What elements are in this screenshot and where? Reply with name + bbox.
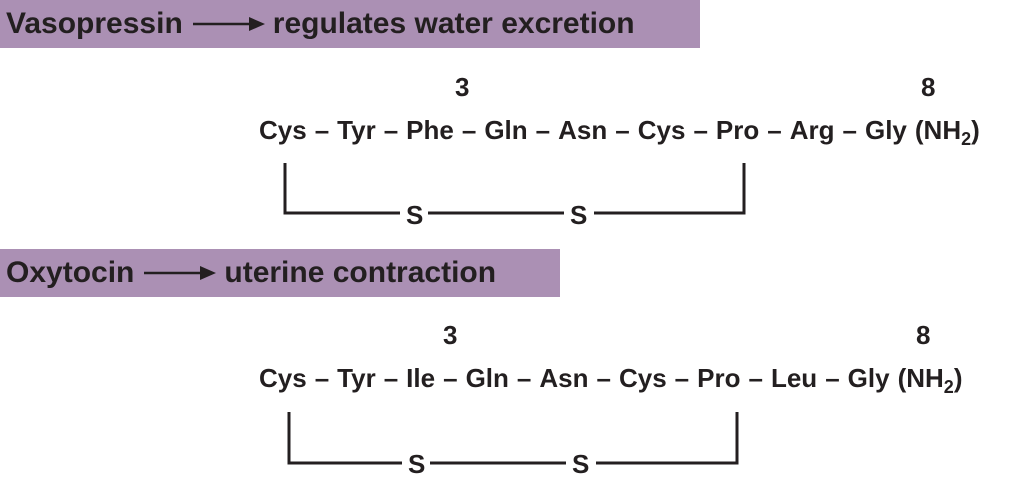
c-terminus-close: ) [971,115,980,145]
c-terminus-label: (NH [897,363,944,393]
residue-tyr: Tyr [337,115,376,145]
hormone-name: Vasopressin [6,7,183,40]
c-terminus-close: ) [953,363,963,393]
sulfur-atom: S [566,202,592,228]
residue-arg: Arg [789,115,835,145]
c-terminus-amide: (NH2) [897,363,963,397]
peptide-bond-dash: – [748,363,763,393]
residue-cys: Cys [637,115,686,145]
position-mark-3: 3 [443,320,458,350]
residue-tyr: Tyr [337,363,376,393]
residue-gly: Gly [847,363,890,393]
residue-gly: Gly [864,115,907,145]
oxytocin-header: Oxytocin uterine contraction [0,249,560,297]
peptide-bond-dash: – [693,115,708,145]
peptide-bond-dash: – [314,115,330,145]
peptide-bond-dash: – [383,115,399,145]
peptide-bond-dash: – [535,115,551,145]
peptide-bond-dash: – [596,363,611,393]
peptide-bond-dash: – [516,363,532,393]
c-terminus-amide: (NH2) [914,115,980,149]
peptide-bond-dash: – [767,115,782,145]
sulfur-atom: S [404,451,430,477]
position-mark-8: 8 [921,72,936,102]
residue-asn: Asn [558,115,608,145]
peptide-bond-dash: – [842,115,857,145]
vasopressin-sequence: Cys–Tyr–Phe–Gln–Asn–Cys–Pro–Arg–Gly(NH2) [259,115,980,150]
position-mark-3: 3 [455,72,470,102]
peptide-bond-dash: – [443,363,458,393]
hormone-name: Oxytocin [6,256,135,289]
sulfur-atom: S [402,202,428,228]
c-terminus-label: (NH [914,115,962,145]
peptide-bond-dash: – [383,363,399,393]
peptide-bond-dash: – [825,363,840,393]
residue-pro: Pro [697,363,741,393]
peptide-bond-dash: – [314,363,330,393]
residue-gln: Gln [484,115,528,145]
peptide-bond-dash: – [674,363,690,393]
residue-pro: Pro [715,115,760,145]
peptide-bond-dash: – [615,115,630,145]
residue-phe: Phe [406,115,454,145]
position-mark-8: 8 [916,320,931,350]
sulfur-atom: S [568,451,594,477]
residue-asn: Asn [539,363,589,393]
residue-leu: Leu [770,363,818,393]
residue-cys: Cys [259,115,307,145]
c-terminus-subscript: 2 [961,129,972,150]
c-terminus-subscript: 2 [943,377,954,398]
right-arrow-icon [144,263,217,283]
residue-cys: Cys [618,363,667,393]
residue-gln: Gln [465,363,509,393]
residue-cys: Cys [259,363,307,393]
hormone-effect: regulates water excretion [272,7,635,40]
residue-ile: Ile [406,363,436,393]
right-arrow-icon [192,14,265,34]
hormone-effect: uterine contraction [224,256,497,289]
oxytocin-sequence: Cys–Tyr–Ile–Gln–Asn–Cys–Pro–Leu–Gly(NH2) [259,363,962,398]
vasopressin-header: Vasopressin regulates water excretion [0,0,700,48]
peptide-bond-dash: – [461,115,477,145]
